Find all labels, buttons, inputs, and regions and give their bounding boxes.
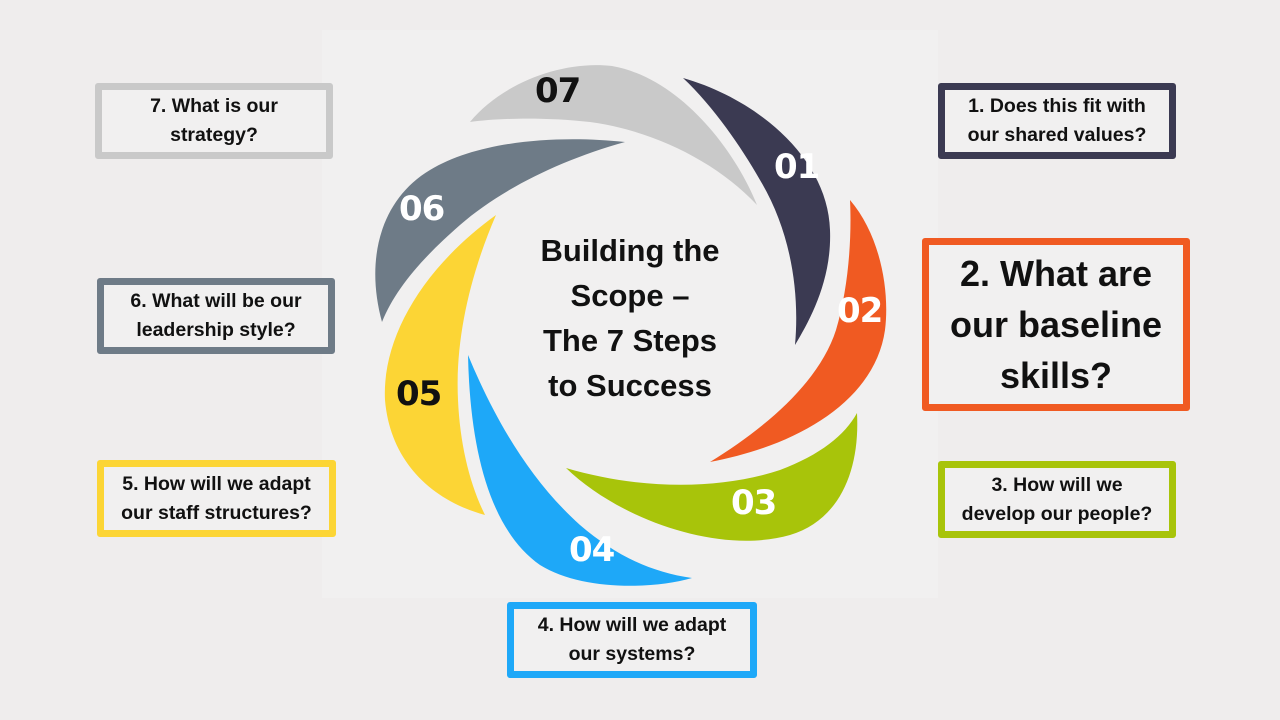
petal-step-01 bbox=[683, 78, 831, 345]
step-text-line: skills? bbox=[999, 355, 1113, 396]
step-text-line: strategy? bbox=[170, 124, 258, 146]
step-box-05: 5. How will we adapt our staff structure… bbox=[97, 460, 336, 537]
title-line: Building the bbox=[540, 233, 720, 268]
step-text-line: 7. What is our bbox=[150, 95, 278, 117]
step-text-line: 4. How will we adapt bbox=[537, 614, 727, 636]
step-number-04: 04 bbox=[569, 530, 615, 570]
step-number-02: 02 bbox=[837, 291, 882, 331]
step-box-03: 3. How will we develop our people? bbox=[938, 461, 1176, 538]
step-text-line: 2. What are bbox=[959, 253, 1153, 294]
step-text-line: our staff structures? bbox=[121, 501, 312, 524]
step-text-line: 5. How will we adapt bbox=[122, 472, 311, 495]
step-box-04: 4. How will we adapt our systems? bbox=[507, 602, 757, 678]
step-number-03: 03 bbox=[731, 483, 776, 523]
step-number-07: 07 bbox=[535, 71, 580, 111]
step-text-line: 3. How will we bbox=[991, 473, 1123, 496]
petal-step-03 bbox=[566, 413, 858, 541]
step-text-line: develop our people? bbox=[961, 502, 1153, 525]
diagram-title: Building the Scope – The 7 Steps to Succ… bbox=[505, 228, 755, 408]
step-box-02: 2. What are our baseline skills? bbox=[922, 238, 1190, 411]
step-box-07: 7. What is our strategy? bbox=[95, 83, 333, 159]
step-text-line: our systems? bbox=[568, 643, 696, 665]
title-line: to Success bbox=[548, 368, 712, 403]
step-text-line: our baseline bbox=[949, 304, 1163, 345]
petal-step-04 bbox=[468, 355, 692, 586]
petal-step-05 bbox=[384, 215, 496, 515]
petal-step-06 bbox=[375, 139, 625, 322]
step-text-line: leadership style? bbox=[136, 319, 296, 341]
step-number-06: 06 bbox=[399, 189, 444, 229]
step-text-line: 6. What will be our bbox=[130, 290, 302, 312]
step-box-01: 1. Does this fit with our shared values? bbox=[938, 83, 1176, 159]
title-line: Scope – bbox=[570, 278, 690, 313]
petal-step-02 bbox=[710, 200, 887, 462]
step-number-01: 01 bbox=[774, 147, 819, 187]
step-text-line: our shared values? bbox=[967, 124, 1147, 146]
step-text-line: 1. Does this fit with bbox=[968, 95, 1146, 117]
step-box-06: 6. What will be our leadership style? bbox=[97, 278, 335, 354]
step-number-05: 05 bbox=[396, 374, 441, 414]
title-line: The 7 Steps bbox=[543, 323, 717, 358]
petal-step-07 bbox=[470, 65, 757, 206]
